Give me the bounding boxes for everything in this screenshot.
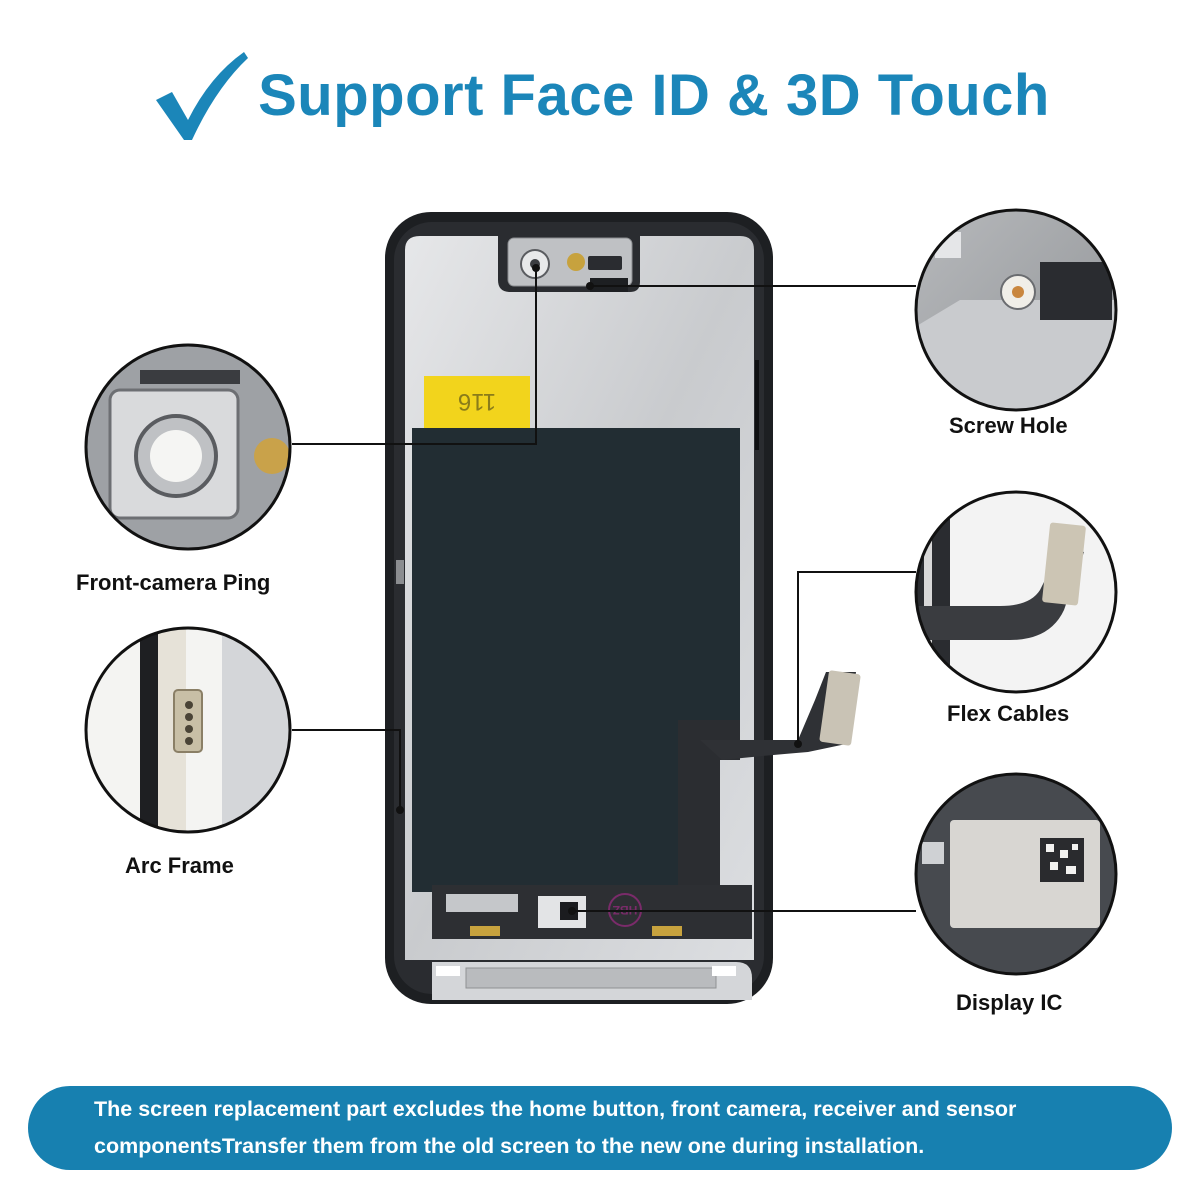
- label-display-ic: Display IC: [956, 990, 1063, 1015]
- label-screw-hole: Screw Hole: [949, 413, 1068, 438]
- banner-line-1: The screen replacement part excludes the…: [94, 1097, 1017, 1121]
- label-arc-frame: Arc Frame: [125, 853, 234, 878]
- checkmark-icon: [156, 52, 249, 140]
- info-banner: The screen replacement part excludes the…: [28, 1086, 1172, 1170]
- banner-line-2: componentsTransfer them from the old scr…: [94, 1134, 925, 1158]
- screw-hole-zoom: [914, 208, 1118, 412]
- flex-cable-zoom: [914, 490, 1118, 694]
- sticker-text: 116: [458, 388, 496, 415]
- label-front-camera-ping: Front-camera Ping: [76, 570, 271, 595]
- display-ic-zoom: [914, 772, 1118, 976]
- headline: Support Face ID & 3D Touch: [0, 40, 1200, 150]
- arc-frame-zoom: [84, 626, 292, 834]
- banner-text: The screen replacement part excludes the…: [28, 1091, 1056, 1165]
- page-title: Support Face ID & 3D Touch: [258, 62, 1050, 128]
- label-flex-cables: Flex Cables: [947, 701, 1070, 726]
- camera-ring-zoom: [84, 343, 292, 551]
- leader-lines: [292, 268, 916, 912]
- lcd-screen-assembly: 116 HBZ: [385, 212, 861, 1004]
